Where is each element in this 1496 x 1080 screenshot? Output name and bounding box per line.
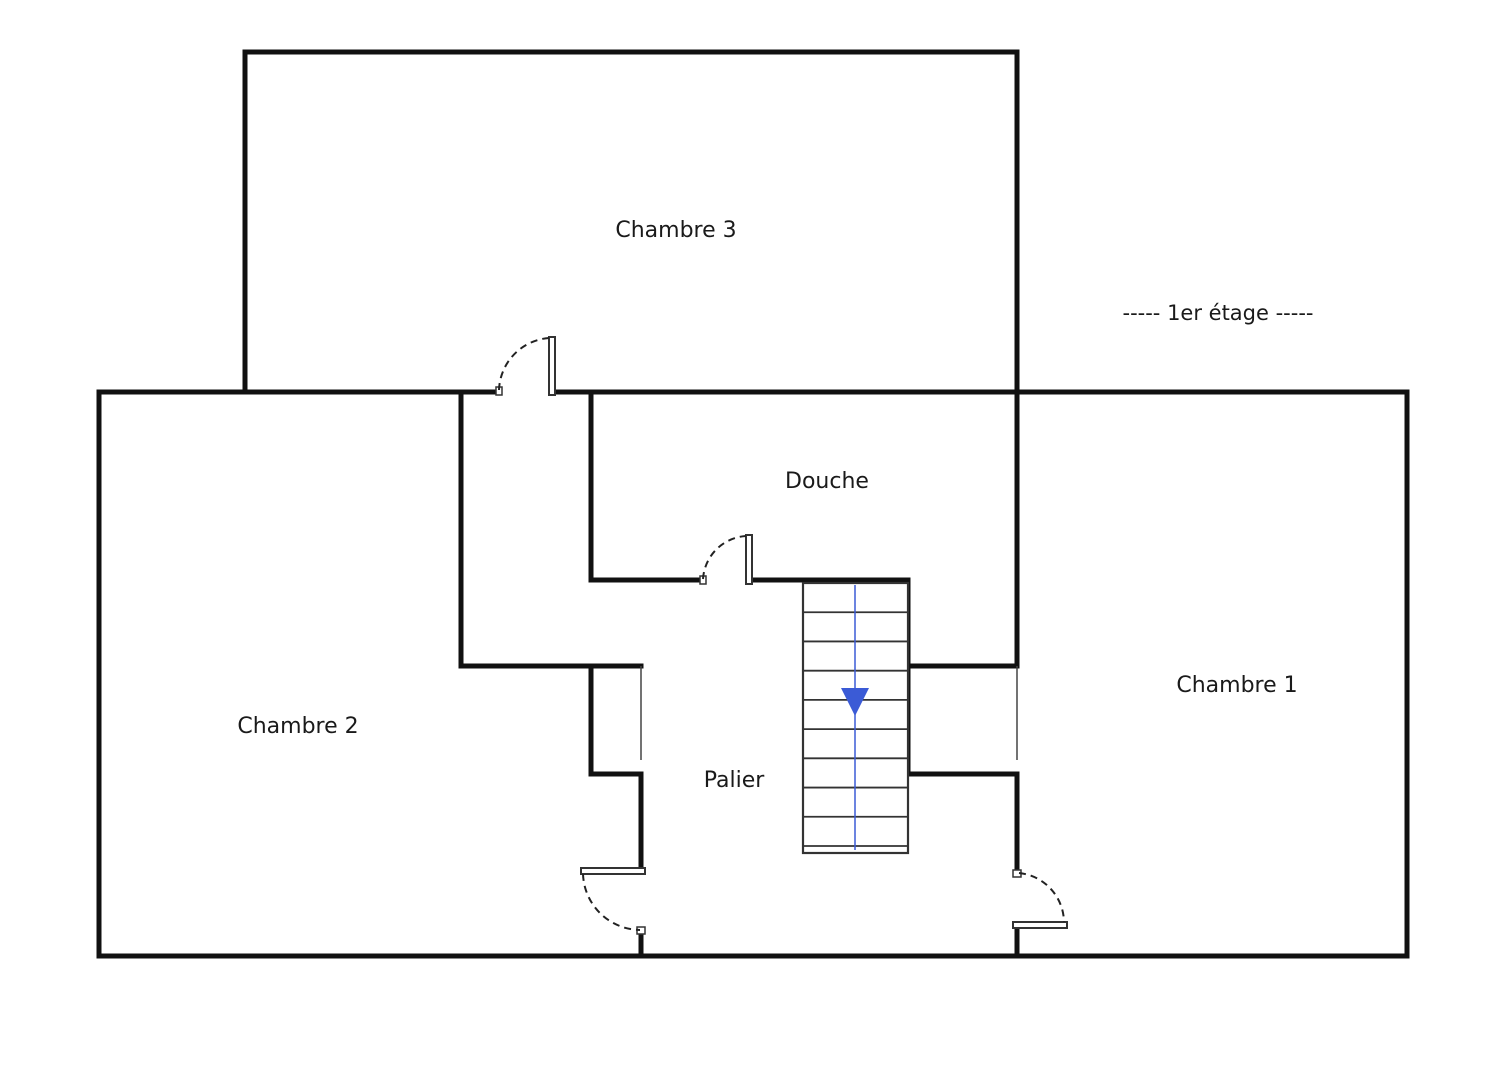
chambre-3-walls	[242, 49, 1020, 393]
interior-walls	[458, 389, 1020, 959]
room-label-chambre-2: Chambre 2	[237, 714, 358, 739]
door-douche	[699, 534, 753, 585]
floor-label: ----- 1er étage -----	[1123, 301, 1314, 325]
room-label-chambre-1: Chambre 1	[1176, 673, 1297, 698]
door-chambre-1	[1012, 869, 1068, 929]
door-chambre-2	[580, 867, 646, 935]
room-label-chambre-3: Chambre 3	[615, 218, 736, 243]
staircase	[801, 581, 910, 855]
room-label-douche: Douche	[785, 469, 869, 494]
outer-walls	[96, 389, 1410, 959]
door-chambre-3	[495, 336, 556, 396]
room-label-palier: Palier	[704, 768, 766, 793]
stair-down-arrow-icon	[841, 688, 869, 716]
